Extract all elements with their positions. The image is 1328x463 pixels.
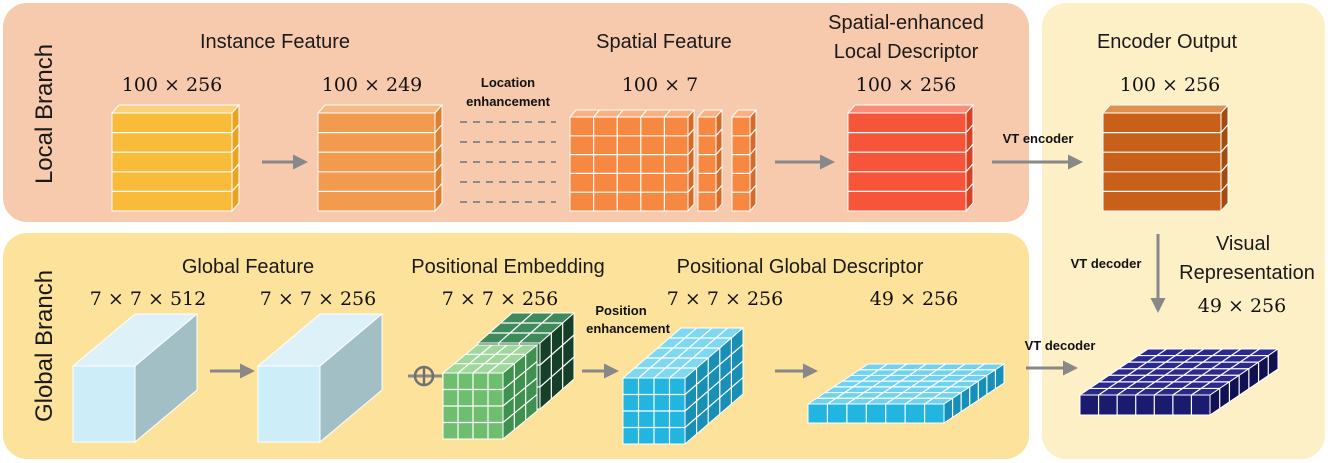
visual-dim: 49 × 256 (1198, 295, 1286, 317)
spatial-feature-block-main (568, 108, 696, 213)
global-reduced-block (256, 312, 384, 444)
location-enhancement-line2: enhancement (466, 94, 550, 109)
descriptor-dim: 100 × 256 (856, 74, 957, 96)
positional-embedding-light (441, 343, 539, 441)
encoder-output-label: Encoder Output (1097, 31, 1238, 53)
encoder-output-block (1101, 103, 1230, 213)
spatial-feature-label: Spatial Feature (596, 31, 732, 53)
visual-representation-block (1078, 348, 1280, 416)
location-dashed-lines (460, 121, 556, 203)
reduced-dim: 100 × 249 (322, 74, 423, 96)
global-feature-block (71, 312, 199, 444)
spatial-feature-block-col6 (696, 108, 724, 213)
instance-feature-block (110, 103, 241, 213)
position-enhancement-line2: enhancement (586, 321, 670, 336)
location-enhancement-line1: Location (481, 75, 535, 90)
positional-embedding-label: Positional Embedding (411, 256, 604, 278)
vt-decoder-vertical-label: VT decoder (1071, 256, 1142, 271)
encoder-output-dim: 100 × 256 (1120, 74, 1221, 96)
visual-representation-line1: Visual (1216, 233, 1270, 255)
flat-dim: 49 × 256 (870, 288, 958, 310)
local-branch-panel (3, 3, 1029, 222)
local-branch-label: Local Branch (31, 44, 58, 184)
global-reduced-dim: 7 × 7 × 256 (260, 288, 376, 310)
vt-decoder-horizontal-label: VT decoder (1025, 338, 1096, 353)
global-feature-label: Global Feature (182, 256, 314, 278)
spatial-dim: 100 × 7 (622, 74, 698, 96)
pos-global-descriptor-label: Positional Global Descriptor (677, 256, 924, 278)
positional-dim: 7 × 7 × 256 (442, 288, 558, 310)
local-descriptor-block (846, 103, 975, 213)
instance-dim: 100 × 256 (122, 74, 223, 96)
visual-representation-line2: Representation (1179, 262, 1315, 284)
descriptor-title-line1: Spatial-enhanced (828, 12, 984, 34)
flat-descriptor-block (806, 363, 1006, 424)
global-branch-label: Global Branch (31, 270, 58, 422)
instance-feature-label: Instance Feature (200, 31, 350, 53)
global-dim: 7 × 7 × 512 (90, 288, 206, 310)
vt-encoder-label: VT encoder (1003, 131, 1074, 146)
pos-global-descriptor-block (621, 326, 745, 446)
position-enhancement-line1: Position (595, 303, 646, 318)
descriptor-title-line2: Local Descriptor (834, 41, 979, 63)
spatial-feature-block-col7 (730, 108, 758, 213)
reduced-feature-block (316, 103, 444, 213)
add-operator (408, 365, 442, 387)
pos-descriptor-dim: 7 × 7 × 256 (667, 288, 783, 310)
